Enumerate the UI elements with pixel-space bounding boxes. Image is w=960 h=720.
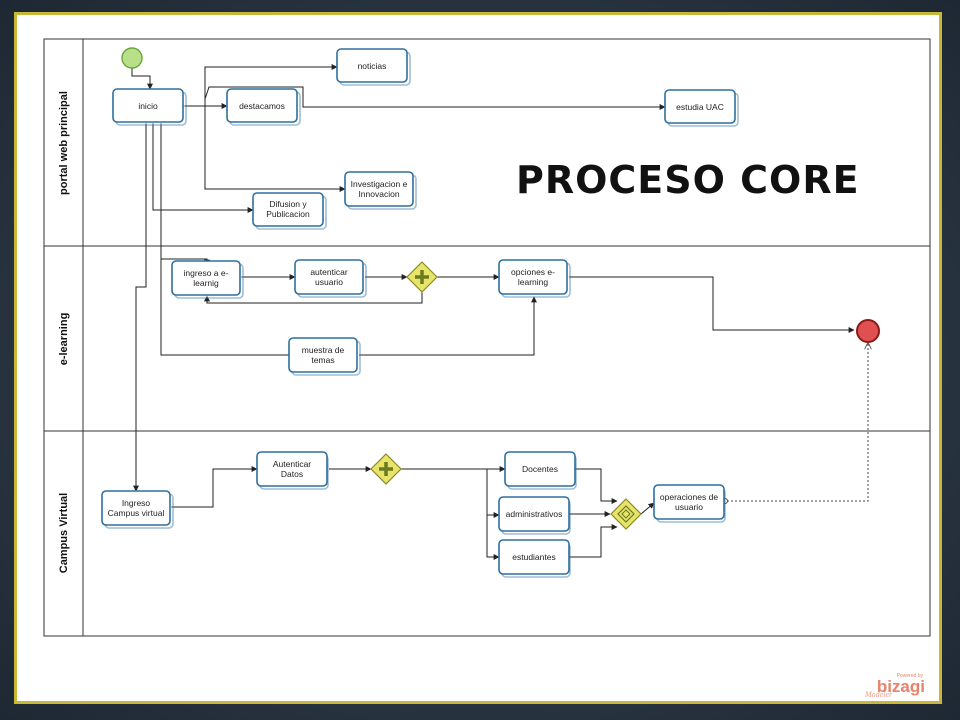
- bpmn-canvas: portal web principal e-learning Campus V…: [43, 38, 931, 699]
- task-ingreso-elearning[interactable]: ingreso a e- learnig: [171, 260, 244, 299]
- task-investigacion[interactable]: Investigacion e Innovacion: [344, 171, 417, 210]
- task-opciones-elearning[interactable]: opciones e- learning: [498, 259, 571, 298]
- task-investigacion-label-1: Investigacion e: [351, 179, 408, 189]
- flow-inicio-ingreso-campus: [133, 123, 147, 492]
- bizagi-modeler: Modeler: [864, 690, 893, 699]
- flow-inicio-muestra: [160, 259, 289, 356]
- flow-opciones-end: [569, 276, 855, 333]
- end-event[interactable]: [856, 319, 880, 343]
- task-noticias-label: noticias: [358, 61, 387, 71]
- start-event[interactable]: [121, 47, 143, 69]
- task-opciones-elearning-label-2: learning: [518, 277, 549, 287]
- bizagi-logo: Powered by bizagi Modeler: [864, 673, 925, 699]
- task-inicio[interactable]: inicio: [112, 88, 187, 126]
- flow-inicio-investigacion: [204, 103, 346, 192]
- task-autenticar-usuario-label-1: autenticar: [310, 267, 347, 277]
- flow-docentes-merge: [575, 468, 618, 504]
- bizagi-powered-by: Powered by: [897, 673, 924, 679]
- task-autenticar-datos-label-1: Autenticar: [273, 459, 311, 469]
- task-ingreso-campus[interactable]: Ingreso Campus virtual: [101, 490, 174, 529]
- task-autenticar-usuario-label-2: usuario: [315, 277, 343, 287]
- task-destacamos-label: destacamos: [239, 101, 285, 111]
- parallel-gateway-campus[interactable]: [370, 453, 402, 485]
- diagram-frame: portal web principal e-learning Campus V…: [14, 12, 942, 704]
- task-opciones-elearning-label-1: opciones e-: [511, 267, 555, 277]
- sequence-flows: [131, 64, 868, 560]
- task-administrativos[interactable]: administrativos: [498, 496, 571, 535]
- flow-start-inicio: [131, 66, 153, 90]
- task-difusion[interactable]: Difusion y Publicacion: [252, 192, 327, 230]
- task-difusion-label-2: Publicacion: [266, 209, 310, 219]
- lane-label-portal: portal web principal: [58, 91, 70, 195]
- flow-inicio-difusion: [152, 123, 254, 213]
- task-operaciones[interactable]: operaciones de usuario: [653, 484, 726, 523]
- task-ingreso-elearning-label-2: learnig: [193, 278, 219, 288]
- flow-inicio-noticias: [199, 64, 338, 107]
- task-ingreso-elearning-label-1: ingreso a e-: [184, 268, 229, 278]
- flow-operaciones-end: [723, 343, 868, 502]
- parallel-gateway-elearning[interactable]: [406, 261, 438, 293]
- task-docentes-label: Docentes: [522, 464, 558, 474]
- flow-muestra-opciones: [359, 296, 537, 356]
- task-autenticar-datos[interactable]: Autenticar Datos: [256, 451, 329, 490]
- task-ingreso-campus-label-2: Campus virtual: [108, 508, 165, 518]
- complex-gateway-merge[interactable]: [610, 498, 642, 530]
- task-docentes[interactable]: Docentes: [504, 451, 577, 490]
- flow-estudiantes-merge: [569, 524, 618, 558]
- task-ingreso-campus-label-1: Ingreso: [122, 498, 151, 508]
- flow-ingreso-autenticar-datos: [171, 466, 258, 508]
- lane-label-campus: Campus Virtual: [58, 493, 70, 574]
- task-muestra-temas-label-2: temas: [311, 355, 334, 365]
- task-muestra-temas[interactable]: muestra de temas: [288, 337, 361, 376]
- bizagi-name: bizagi: [877, 677, 925, 696]
- task-investigacion-label-2: Innovacion: [358, 189, 399, 199]
- flow-gateway-back: [204, 292, 423, 304]
- task-operaciones-label-1: operaciones de: [660, 492, 718, 502]
- task-estudia[interactable]: estudia UAC: [664, 89, 739, 127]
- task-muestra-temas-label-1: muestra de: [302, 345, 345, 355]
- task-operaciones-label-2: usuario: [675, 502, 703, 512]
- diagram-title: PROCESO CORE: [516, 158, 860, 202]
- lane-label-elearning: e-learning: [58, 313, 70, 366]
- task-destacamos[interactable]: destacamos: [226, 88, 301, 126]
- task-estudiantes-label: estudiantes: [512, 552, 555, 562]
- task-administrativos-label: administrativos: [506, 509, 563, 519]
- task-difusion-label-1: Difusion y: [269, 199, 307, 209]
- flow-merge-operaciones: [640, 502, 655, 515]
- task-autenticar-datos-label-2: Datos: [281, 469, 303, 479]
- task-inicio-label: inicio: [138, 101, 158, 111]
- flow-inicio-estudia: [204, 86, 666, 110]
- task-autenticar-usuario[interactable]: autenticar usuario: [294, 259, 367, 298]
- task-noticias[interactable]: noticias: [336, 48, 411, 86]
- task-estudia-label: estudia UAC: [676, 102, 724, 112]
- flow-gateway2-estudiantes: [486, 515, 500, 560]
- task-estudiantes[interactable]: estudiantes: [498, 539, 571, 578]
